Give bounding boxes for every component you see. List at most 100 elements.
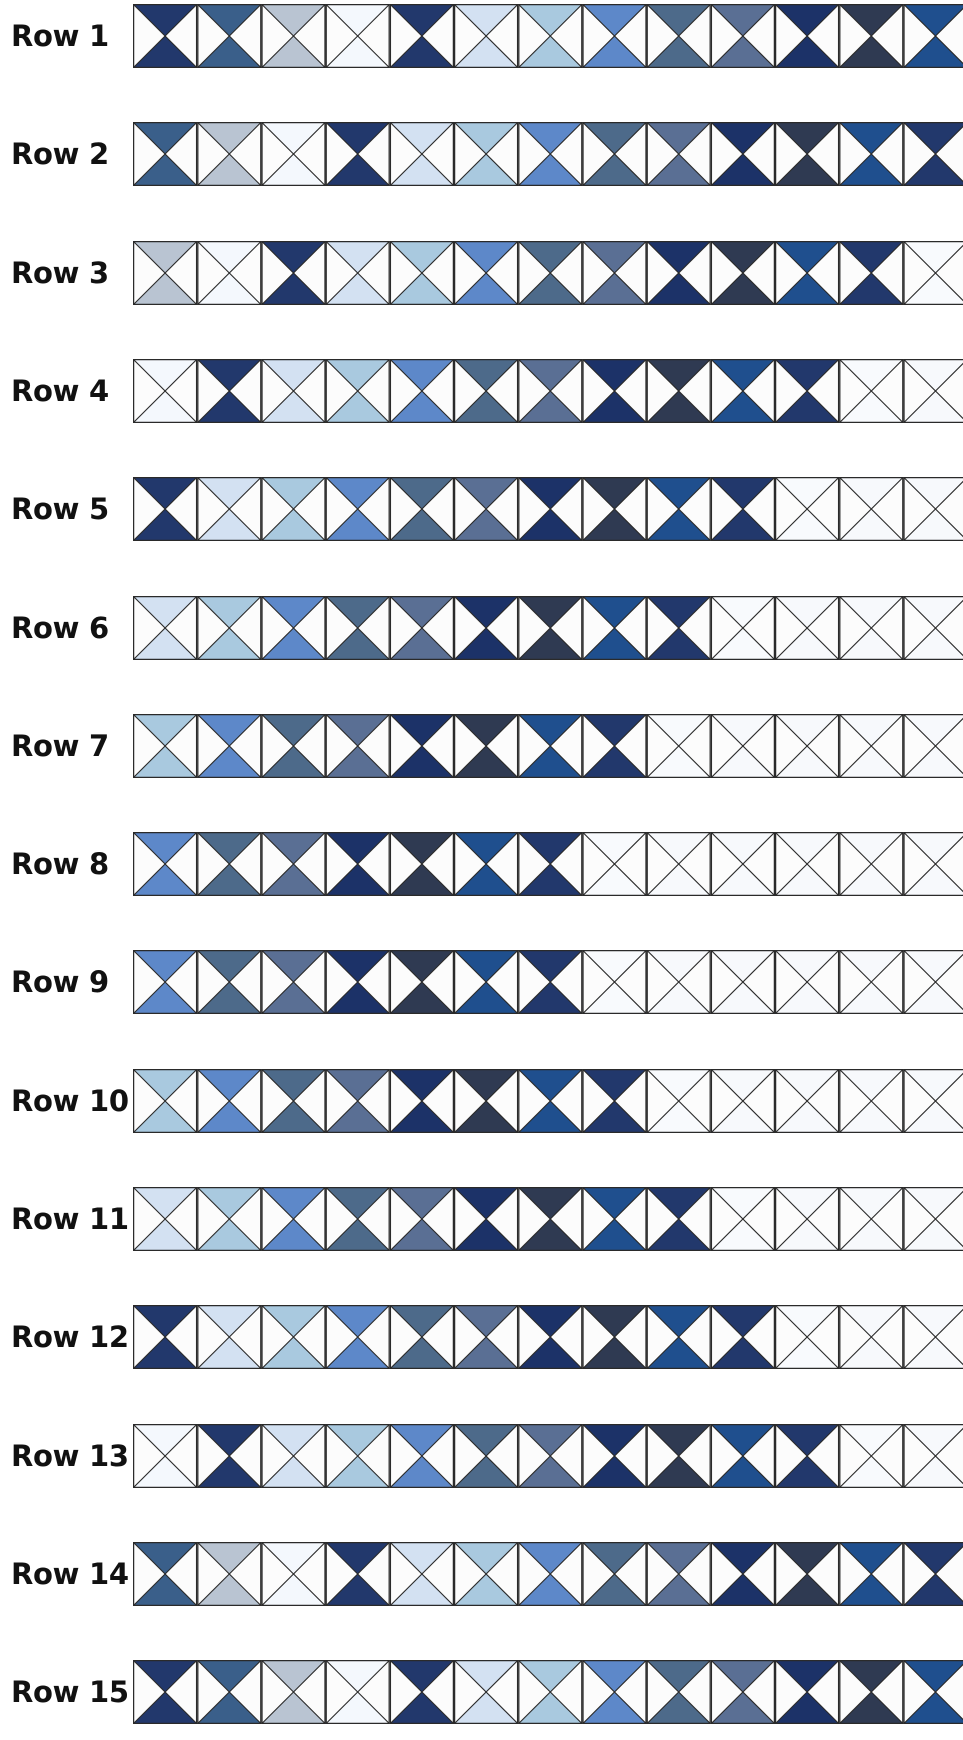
strip-svg [133, 950, 963, 1014]
hourglass-block [133, 1187, 197, 1251]
hourglass-block [711, 359, 775, 423]
hourglass-block [390, 1187, 454, 1251]
hourglass-block [582, 1187, 646, 1251]
hourglass-block [454, 1424, 518, 1488]
hourglass-block [454, 1305, 518, 1369]
hourglass-block [261, 122, 325, 186]
hourglass-block [839, 1187, 903, 1251]
hourglass-block [454, 241, 518, 305]
block-strip [133, 359, 963, 423]
hourglass-block [518, 1305, 582, 1369]
block-strip [133, 832, 963, 896]
strip-svg [133, 1069, 963, 1133]
hourglass-block [647, 1542, 711, 1606]
hourglass-block [454, 477, 518, 541]
hourglass-block [390, 832, 454, 896]
hourglass-block [582, 1542, 646, 1606]
hourglass-block [326, 4, 390, 68]
strip-svg [133, 832, 963, 896]
hourglass-block [903, 950, 963, 1014]
hourglass-block [390, 359, 454, 423]
row-label: Row 12 [11, 1323, 129, 1352]
hourglass-block [647, 1069, 711, 1133]
hourglass-block [647, 359, 711, 423]
hourglass-block [647, 1424, 711, 1488]
hourglass-block [582, 832, 646, 896]
hourglass-block [582, 1305, 646, 1369]
hourglass-block [390, 1424, 454, 1488]
hourglass-block [390, 1542, 454, 1606]
strip-svg [133, 596, 963, 660]
hourglass-block [261, 1542, 325, 1606]
hourglass-block [775, 4, 839, 68]
hourglass-block [711, 1660, 775, 1724]
hourglass-block [582, 122, 646, 186]
hourglass-block [197, 1305, 261, 1369]
block-strip [133, 477, 963, 541]
hourglass-block [261, 1187, 325, 1251]
hourglass-block [261, 714, 325, 778]
strip-svg [133, 241, 963, 305]
hourglass-block [775, 832, 839, 896]
hourglass-block [839, 477, 903, 541]
strip-svg [133, 1305, 963, 1369]
hourglass-block [133, 1069, 197, 1133]
block-strip [133, 122, 963, 186]
row-label: Row 4 [11, 377, 109, 406]
hourglass-block [711, 1542, 775, 1606]
hourglass-block [903, 477, 963, 541]
hourglass-block [839, 1660, 903, 1724]
hourglass-block [903, 122, 963, 186]
hourglass-block [775, 241, 839, 305]
row-label: Row 1 [11, 22, 109, 51]
hourglass-block [133, 950, 197, 1014]
hourglass-block [582, 4, 646, 68]
hourglass-block [454, 1660, 518, 1724]
hourglass-block [326, 1542, 390, 1606]
hourglass-block [647, 1187, 711, 1251]
hourglass-block [711, 122, 775, 186]
block-strip [133, 1069, 963, 1133]
hourglass-block [326, 241, 390, 305]
hourglass-block [582, 596, 646, 660]
row-label: Row 5 [11, 495, 109, 524]
hourglass-block [197, 832, 261, 896]
hourglass-block [903, 241, 963, 305]
hourglass-block [133, 596, 197, 660]
hourglass-block [711, 596, 775, 660]
hourglass-block [261, 1424, 325, 1488]
hourglass-block [903, 359, 963, 423]
hourglass-block [197, 596, 261, 660]
hourglass-block [133, 1305, 197, 1369]
hourglass-block [711, 1424, 775, 1488]
row-label: Row 2 [11, 140, 109, 169]
hourglass-block [711, 1069, 775, 1133]
hourglass-block [133, 714, 197, 778]
strip-svg [133, 4, 963, 68]
hourglass-block [197, 1187, 261, 1251]
hourglass-block [903, 596, 963, 660]
strip-svg [133, 714, 963, 778]
hourglass-block [518, 477, 582, 541]
hourglass-block [197, 1069, 261, 1133]
hourglass-block [903, 714, 963, 778]
hourglass-block [261, 832, 325, 896]
hourglass-block [839, 4, 903, 68]
block-strip [133, 1660, 963, 1724]
hourglass-block [903, 1424, 963, 1488]
hourglass-block [903, 4, 963, 68]
hourglass-block [711, 950, 775, 1014]
hourglass-block [839, 241, 903, 305]
hourglass-block [775, 1305, 839, 1369]
hourglass-block [197, 714, 261, 778]
row-label: Row 7 [11, 732, 109, 761]
hourglass-block [775, 1424, 839, 1488]
hourglass-block [133, 359, 197, 423]
hourglass-block [390, 477, 454, 541]
hourglass-block [390, 1069, 454, 1133]
hourglass-block [261, 477, 325, 541]
hourglass-block [711, 477, 775, 541]
hourglass-block [839, 1305, 903, 1369]
hourglass-block [454, 4, 518, 68]
